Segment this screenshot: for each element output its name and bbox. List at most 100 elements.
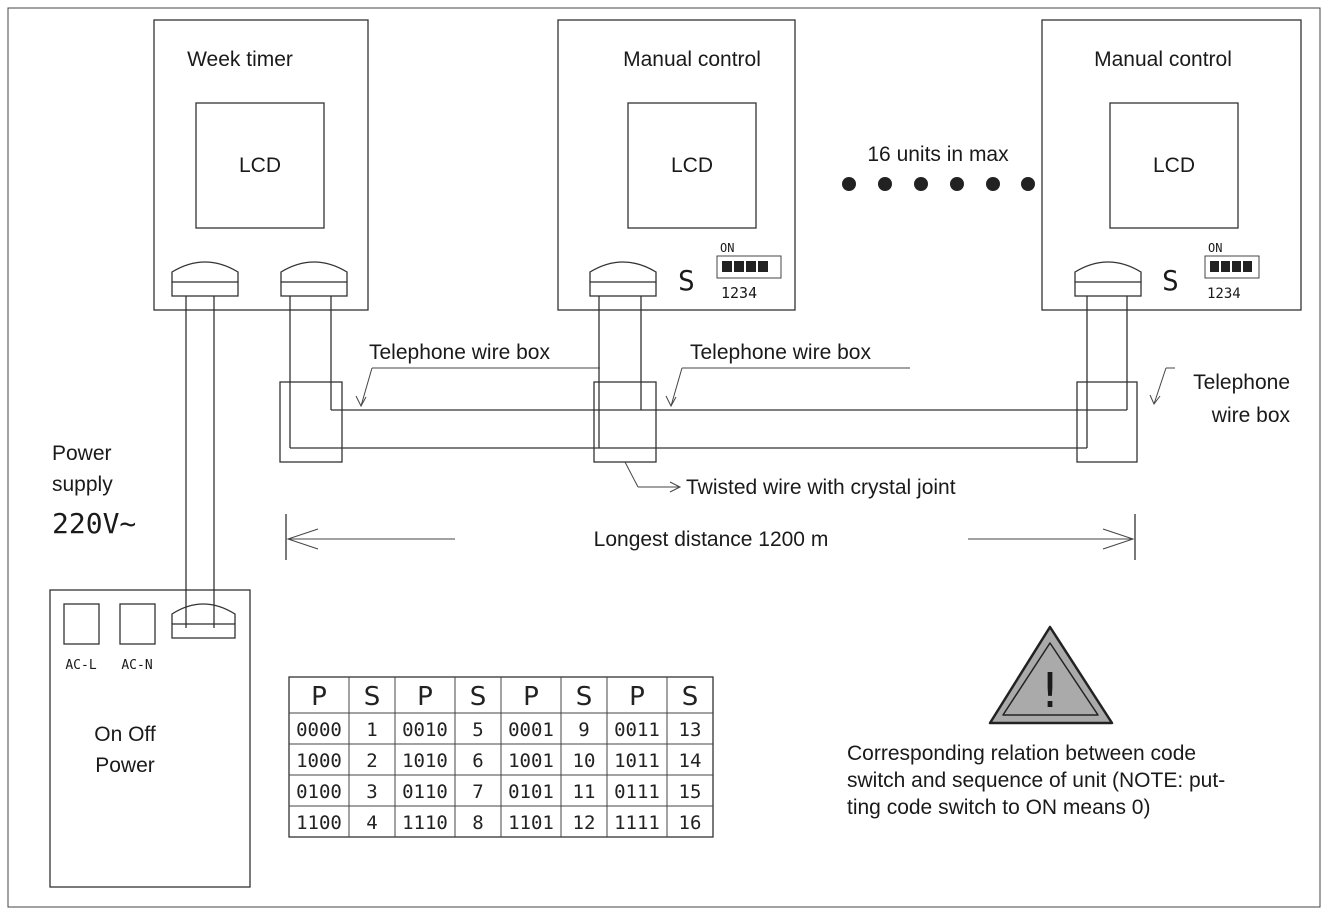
warning-triangle-icon: ! <box>988 625 1114 725</box>
manual-control-1-title: Manual control <box>623 48 761 71</box>
manual-control-2-title: Manual control <box>1094 48 1232 71</box>
wire-box-2-label: Telephone wire box <box>690 341 871 364</box>
week-timer-connector-right <box>280 261 348 297</box>
manual-control-2-connector <box>1074 261 1142 297</box>
table-cell: 14 <box>679 750 702 772</box>
table-cell: 12 <box>573 812 596 834</box>
week-timer-title: Week timer <box>187 48 293 71</box>
max-units-label: 16 units in max <box>867 143 1009 166</box>
table-cell: 6 <box>472 750 483 772</box>
manual-control-1-box <box>557 19 796 311</box>
table-cell: 1111 <box>614 812 660 834</box>
note-line-3: ting code switch to ON means 0) <box>847 796 1150 819</box>
manual-control-1-lcd-label: LCD <box>671 154 713 177</box>
continuation-dots <box>842 177 1035 191</box>
telephone-wire-box-3 <box>1076 381 1138 463</box>
manual-control-2-switch-letter: S <box>1162 264 1179 297</box>
manual-control-2-lcd-box <box>1109 102 1239 229</box>
table-cell: 16 <box>679 812 702 834</box>
table-header-cell: S <box>682 682 699 712</box>
table-cell: 3 <box>366 781 377 803</box>
voltage-label: 220V~ <box>52 507 136 540</box>
warning-exclamation: ! <box>1040 663 1059 719</box>
table-header-cell: S <box>576 682 593 712</box>
table-cell: 0010 <box>402 719 448 741</box>
manual-control-1-lcd-box <box>627 102 757 229</box>
power-supply-label-line2: supply <box>52 473 113 496</box>
week-timer-box <box>153 19 369 311</box>
manual-control-unit-1: Manual control LCD S ON 1234 <box>557 19 796 311</box>
manual-control-2-dip-switch <box>1204 255 1260 279</box>
distance-dimension <box>285 514 1136 560</box>
note-line-1: Corresponding relation between code <box>847 742 1196 765</box>
table-cell: 1 <box>366 719 377 741</box>
table-cell: 1110 <box>402 812 448 834</box>
week-timer-lcd-label: LCD <box>239 154 281 177</box>
wire-box-3-label-line1: Telephone <box>1193 371 1290 394</box>
wire-box-1-callout <box>355 367 600 408</box>
ac-n-terminal <box>119 603 156 645</box>
ac-l-terminal <box>63 603 100 645</box>
manual-control-2-dip-numbers: 1234 <box>1207 286 1241 302</box>
manual-control-1-dip-switch <box>716 255 782 279</box>
table-cell: 1100 <box>296 812 342 834</box>
power-supply-label-line1: Power <box>52 442 112 465</box>
telephone-wire-box-1 <box>279 381 343 463</box>
table-cell: 0101 <box>508 781 554 803</box>
manual-control-2-dip-on-label: ON <box>1208 241 1222 255</box>
ac-l-label: AC-L <box>65 658 96 673</box>
table-cell: 10 <box>573 750 596 772</box>
table-cell: 1101 <box>508 812 554 834</box>
table-cell: 11 <box>573 781 596 803</box>
power-box-label-line2: Power <box>95 754 155 777</box>
table-cell: 4 <box>366 812 377 834</box>
manual-control-2-box <box>1041 19 1302 311</box>
distance-label: Longest distance 1200 m <box>594 528 829 551</box>
manual-control-unit-2: Manual control LCD S ON 1234 <box>1041 19 1302 311</box>
table-header-cell: P <box>417 682 433 712</box>
table-cell: 1010 <box>402 750 448 772</box>
manual-control-2-lcd-label: LCD <box>1153 154 1195 177</box>
power-box: AC-L AC-N On Off Power <box>49 589 251 888</box>
table-cell: 1011 <box>614 750 660 772</box>
twisted-wire-callout <box>624 461 682 493</box>
table-cell: 2 <box>366 750 377 772</box>
wire-box-3-label-line2: wire box <box>1211 404 1291 427</box>
table-header-cell: P <box>629 682 645 712</box>
table-cell: 0111 <box>614 781 660 803</box>
table-cell: 0100 <box>296 781 342 803</box>
wire-box-3-callout <box>1149 367 1175 405</box>
week-timer-connector-left <box>171 261 239 297</box>
table-cell: 0001 <box>508 719 554 741</box>
table-cell: 7 <box>472 781 483 803</box>
wiring-lines <box>185 296 1128 628</box>
wire-box-1-label: Telephone wire box <box>369 341 550 364</box>
manual-control-1-dip-numbers: 1234 <box>721 284 757 302</box>
power-box-outline <box>49 589 251 888</box>
table-cell: 0011 <box>614 719 660 741</box>
note-line-2: switch and sequence of unit (NOTE: put- <box>847 769 1225 792</box>
table-cell: 13 <box>679 719 702 741</box>
manual-control-1-dip-on-label: ON <box>720 241 734 255</box>
table-header-cell: P <box>523 682 539 712</box>
diagram-frame <box>7 7 1321 908</box>
table-cell: 9 <box>578 719 589 741</box>
manual-control-1-switch-letter: S <box>678 264 695 297</box>
twisted-wire-label: Twisted wire with crystal joint <box>686 476 956 499</box>
ac-n-label: AC-N <box>121 658 152 673</box>
table-cell: 1001 <box>508 750 554 772</box>
week-timer-unit: Week timer LCD <box>153 19 369 311</box>
table-header-cell: P <box>311 682 327 712</box>
table-cell: 0000 <box>296 719 342 741</box>
table-cell: 5 <box>472 719 483 741</box>
power-box-connector <box>171 603 236 639</box>
power-box-label-line1: On Off <box>94 723 156 746</box>
week-timer-lcd-box <box>195 102 325 229</box>
telephone-wire-box-2 <box>593 381 657 463</box>
table-cell: 15 <box>679 781 702 803</box>
wire-box-2-callout <box>665 367 910 408</box>
table-header-cell: S <box>364 682 381 712</box>
table-cell: 0110 <box>402 781 448 803</box>
